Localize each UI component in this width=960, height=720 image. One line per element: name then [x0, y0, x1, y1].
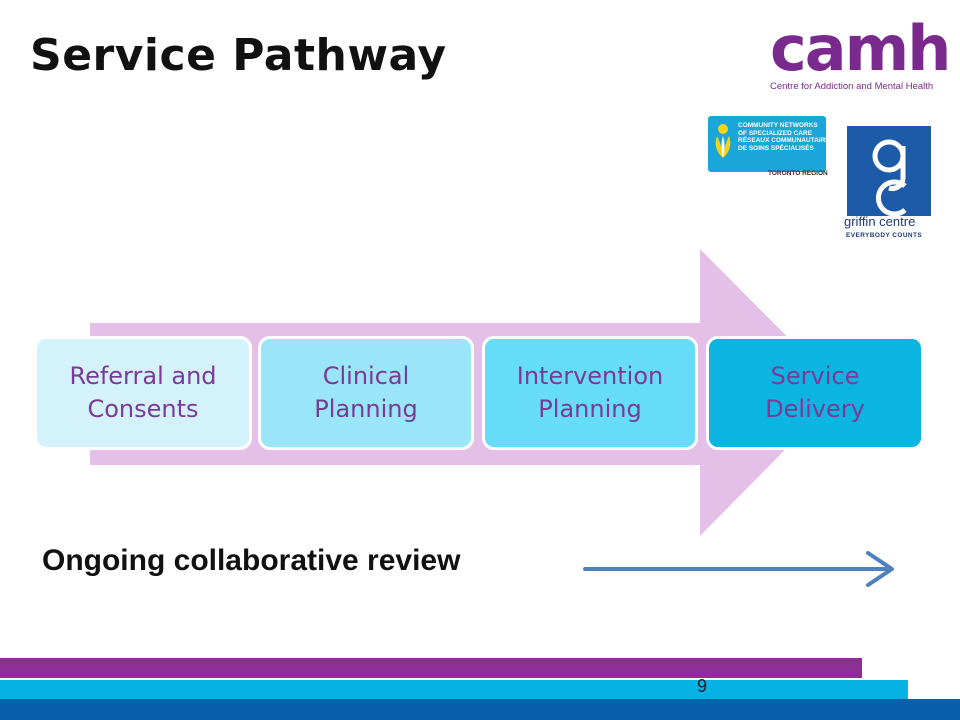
footer-bar-purple — [0, 658, 862, 678]
camh-logo: camh Centre for Addiction and Mental Hea… — [770, 12, 951, 93]
cnsc-line: COMMUNITY NETWORKS — [738, 122, 818, 129]
footer-bar-blue — [0, 699, 960, 720]
camh-logo-wordmark: camh — [770, 12, 951, 85]
slide-title: Service Pathway — [30, 30, 447, 81]
griffin-logo-mark — [847, 126, 931, 217]
step-line: Consents — [87, 395, 199, 423]
step-line: Clinical — [322, 362, 410, 390]
footer-bar-cyan — [0, 680, 908, 700]
review-label: Ongoing collaborative review — [42, 544, 461, 577]
cnsc-line: DE SOINS SPÉCIALISÉS — [738, 144, 814, 152]
step-line: Delivery — [765, 395, 865, 423]
griffin-logo-name: griffin centre — [844, 214, 916, 229]
griffin-logo-tagline: EVERYBODY COUNTS — [846, 232, 923, 239]
cnsc-logo-text: COMMUNITY NETWORKS OF SPECIALIZED CARE R… — [738, 122, 834, 152]
cnsc-logo: COMMUNITY NETWORKS OF SPECIALIZED CARE R… — [708, 116, 834, 172]
step-line: Service — [770, 362, 860, 390]
cnsc-region: TORONTO REGION — [768, 170, 828, 177]
camh-logo-subtitle: Centre for Addiction and Mental Health — [770, 81, 934, 92]
page-number: 9 — [697, 676, 708, 696]
step-line: Intervention — [516, 362, 664, 390]
cnsc-line: OF SPECIALIZED CARE — [738, 129, 813, 137]
cnsc-leaf-icon — [715, 124, 731, 158]
step-line: Planning — [314, 395, 418, 423]
griffin-gc-icon — [872, 139, 907, 217]
cnsc-line: RÉSEAUX COMMUNAUTAIRES — [738, 137, 834, 144]
step-line: Referral and — [69, 362, 217, 390]
step-line: Planning — [538, 395, 642, 423]
